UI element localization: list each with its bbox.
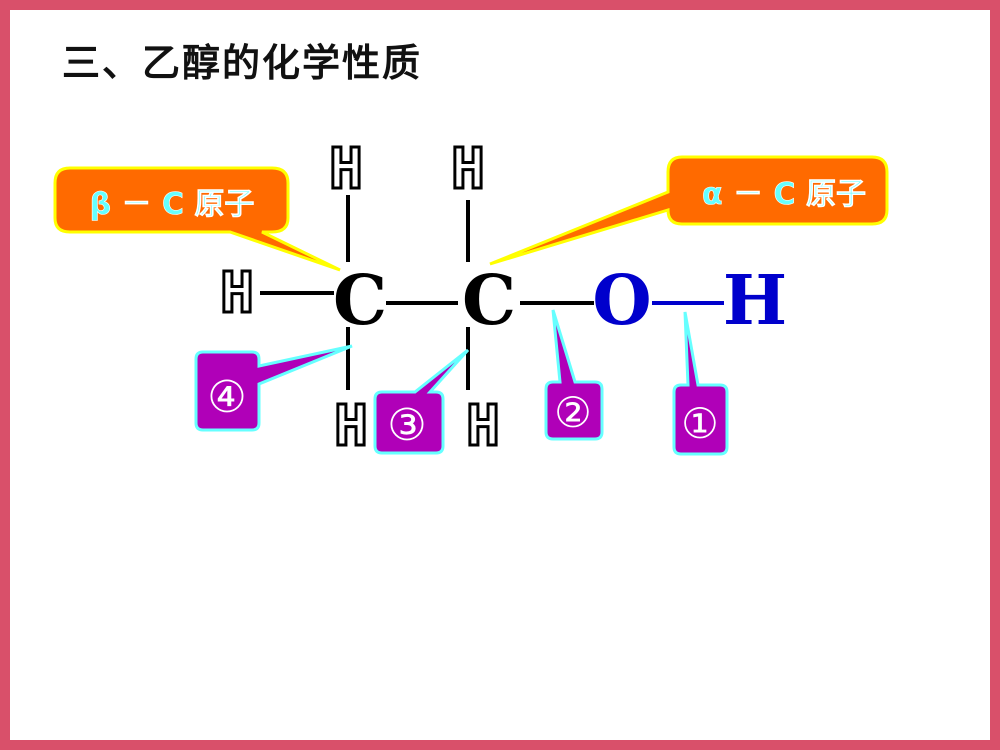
bond-label-2-shape [544, 309, 604, 441]
bond-label-4-shape [194, 344, 353, 432]
bond-label-2: ② [544, 309, 604, 441]
slide: 三、乙醇的化学性质 [10, 10, 990, 740]
bond-label-1-text: ① [681, 399, 719, 448]
atom-h-top-left: H [329, 137, 363, 202]
atom-h-hydroxyl: H [723, 261, 787, 341]
bond-label-4-text: ④ [207, 372, 246, 423]
callout-beta-label: β － C 原子 [90, 187, 255, 222]
bond-label-2-text: ② [554, 388, 592, 437]
bonds [260, 195, 594, 390]
atom-o: O [592, 261, 651, 341]
callout-beta-carbon: β － C 原子 [53, 166, 341, 272]
page-title: 三、乙醇的化学性质 [62, 41, 423, 85]
bond-label-1-shape [672, 311, 729, 456]
bond-label-3-text: ③ [387, 400, 426, 451]
callout-beta-shape [53, 166, 341, 272]
atom-h-bottom-right: H [466, 394, 500, 459]
bond-label-4: ④ [194, 344, 353, 432]
atom-h-left: H [220, 261, 254, 326]
callout-alpha-shape [489, 155, 889, 266]
bond-label-1: ① [672, 311, 729, 456]
atom-h-top-right: H [451, 137, 485, 202]
bond-label-3: ③ [373, 348, 470, 455]
callout-alpha-label: α － C 原子 [702, 177, 866, 212]
atom-c-alpha: C [462, 261, 516, 341]
atom-h-bottom-left: H [334, 394, 368, 459]
atom-c-beta: C [333, 261, 387, 341]
callout-alpha-carbon: α － C 原子 [489, 155, 889, 266]
bond-label-3-shape [373, 348, 470, 455]
